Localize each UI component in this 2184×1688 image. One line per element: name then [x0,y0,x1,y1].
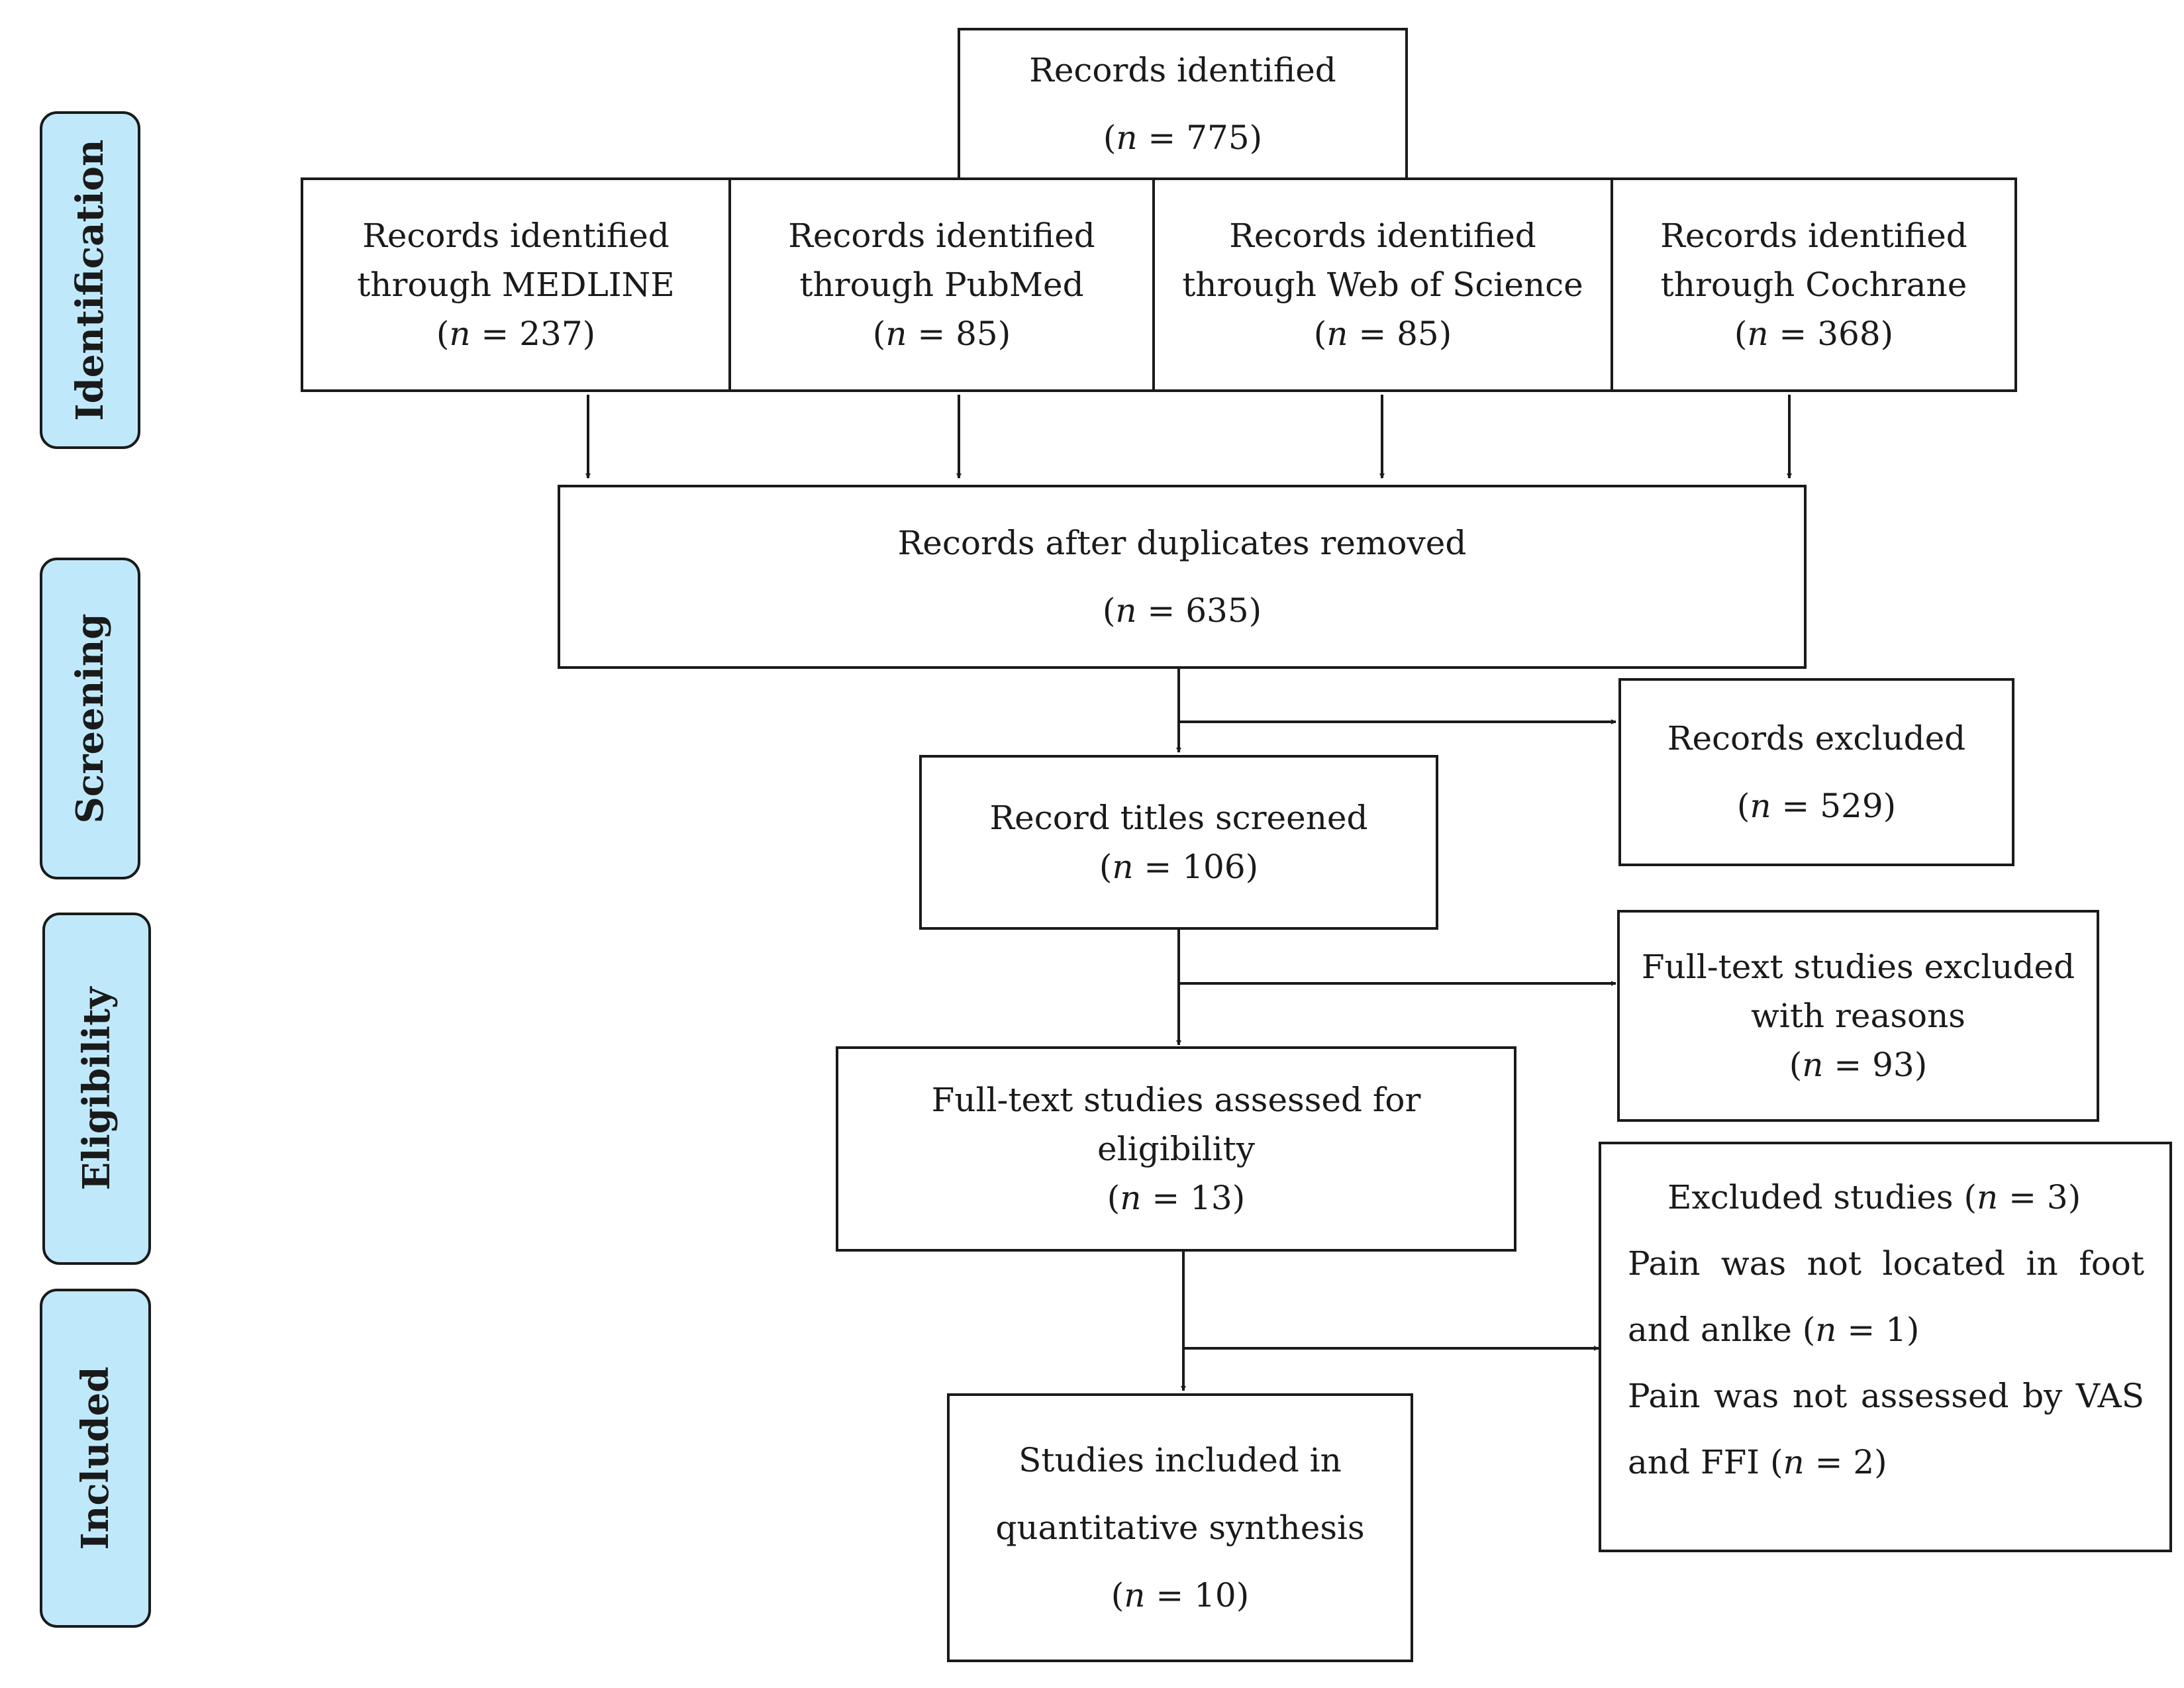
reason-foot-ankle-line2: and anlke (n = 1) [1628,1311,1920,1349]
included-studies-line2: quantitative synthesis [995,1509,1365,1547]
source-medline-count: (n = 237) [436,315,596,353]
stage-screening: Screening [40,558,140,879]
titles-screened-count: (n = 106) [1099,848,1259,886]
source-wos-box: Records identified through Web of Scienc… [1152,177,1613,392]
excluded-studies-box: Excluded studies (n = 3) Pain was not lo… [1599,1142,2172,1552]
stage-screening-label: Screening [68,613,112,824]
stage-eligibility: Eligibility [42,913,151,1265]
source-medline-line2: through MEDLINE [357,266,675,304]
after-duplicates-label: Records after duplicates removed [897,524,1467,562]
records-identified-box: Records identified (n = 775) [958,28,1408,180]
source-pubmed-count: (n = 85) [872,315,1011,353]
stage-included: Included [40,1289,151,1628]
source-wos-line1: Records identified [1229,217,1536,255]
source-pubmed-line2: through PubMed [799,266,1084,304]
reason-foot-ankle-line1: Pain was not located in foot [1628,1244,2144,1283]
source-wos-line2: through Web of Science [1182,266,1583,304]
fulltext-excluded-line1: Full-text studies excluded [1641,948,2075,986]
excluded-studies-header: Excluded studies (n = 3) [1667,1178,2081,1216]
source-cochrane-line2: through Cochrane [1660,266,1967,304]
after-duplicates-box: Records after duplicates removed (n = 63… [558,485,1807,669]
source-medline-box: Records identified through MEDLINE (n = … [301,177,731,392]
source-cochrane-box: Records identified through Cochrane (n =… [1611,177,2017,392]
source-pubmed-box: Records identified through PubMed (n = 8… [728,177,1155,392]
fulltext-assessed-box: Full-text studies assessed for eligibili… [836,1046,1516,1252]
after-duplicates-count: (n = 635) [1102,591,1262,630]
fulltext-assessed-count: (n = 13) [1107,1179,1246,1217]
included-studies-box: Studies included in quantitative synthes… [947,1393,1413,1662]
fulltext-assessed-line2: eligibility [1097,1130,1255,1168]
records-excluded-label: Records excluded [1667,719,1966,758]
records-identified-label: Records identified [1029,51,1336,89]
fulltext-excluded-line2: with reasons [1751,997,1965,1035]
source-cochrane-count: (n = 368) [1734,315,1894,353]
stage-identification: Identification [40,111,140,449]
fulltext-excluded-count: (n = 93) [1789,1046,1928,1084]
source-medline-line1: Records identified [362,217,670,255]
titles-screened-box: Record titles screened (n = 106) [919,755,1438,930]
stage-included-label: Included [74,1366,117,1550]
fulltext-excluded-box: Full-text studies excluded with reasons … [1617,910,2099,1122]
included-studies-line1: Studies included in [1018,1441,1342,1479]
fulltext-assessed-line1: Full-text studies assessed for [931,1081,1421,1119]
reason-vas-ffi-line2: and FFI (n = 2) [1628,1443,1887,1481]
stage-eligibility-label: Eligibility [75,987,119,1191]
source-cochrane-line1: Records identified [1660,217,1967,255]
records-excluded-count: (n = 529) [1736,787,1897,825]
records-identified-count: (n = 775) [1103,119,1263,157]
included-studies-count: (n = 10) [1111,1576,1250,1614]
reason-vas-ffi-line1: Pain was not assessed by VAS [1628,1377,2144,1415]
source-pubmed-line1: Records identified [788,217,1095,255]
stage-identification-label: Identification [68,139,112,421]
records-excluded-box: Records excluded (n = 529) [1618,678,2014,866]
source-wos-count: (n = 85) [1313,315,1452,353]
titles-screened-label: Record titles screened [989,799,1368,837]
